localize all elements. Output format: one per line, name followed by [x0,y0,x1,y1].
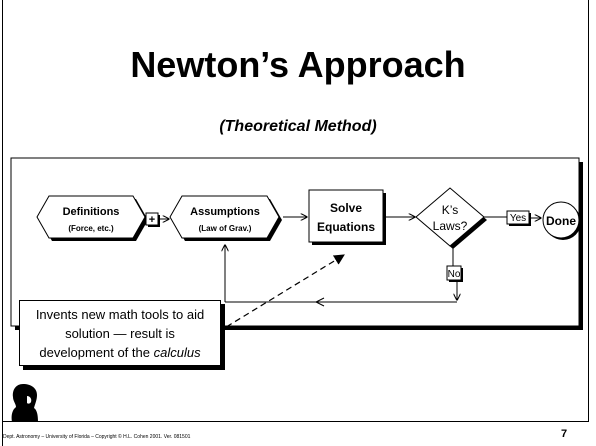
yes-label-box: Yes [506,210,531,226]
callout-line1: Invents new math tools to aid [35,306,205,322]
callout-line2: solution — result is [65,325,175,341]
slide-title: Newton’s Approach [130,44,466,85]
slide-frame-right [588,0,589,422]
no-label-box: No [446,265,463,282]
callout-line3-emph: calculus [153,344,201,360]
decision-title-line2: Laws? [433,219,468,233]
definitions-subtitle: (Force, etc.) [68,224,114,233]
page-number: 7 [561,428,568,440]
callout-pointer [217,254,345,333]
assumptions-node: Assumptions (Law of Grav.) [169,195,282,241]
solve-node: Solve Equations [308,189,386,245]
footer-text: Dept. Astronomy – University of Florida … [3,434,191,440]
newton-silhouette-logo [11,384,38,422]
decision-node: K’s Laws? [415,187,487,249]
callout-line3-prefix: development of the [39,344,154,360]
assumptions-title: Assumptions [190,206,260,218]
calculus-callout: Invents new math tools to aid solution —… [19,300,221,366]
no-label: No [448,269,461,280]
solve-title-line1: Solve [330,201,362,215]
definitions-title: Definitions [63,206,120,218]
decision-title-line1: K’s [442,203,458,217]
solve-title-line2: Equations [317,220,375,234]
yes-label: Yes [510,213,526,224]
assumptions-subtitle: (Law of Grav.) [199,224,252,233]
slide-subtitle: (Theoretical Method) [219,118,377,135]
done-node: Done [542,201,581,240]
plus-box: + [145,212,160,227]
done-label: Done [546,214,576,228]
diagram-frame [10,157,580,327]
plus-label: + [149,214,155,226]
definitions-node: Definitions (Force, etc.) [36,195,148,241]
feedback-mid-arrow [314,297,325,307]
slide-frame-bottom [2,421,589,422]
slide-frame-left [2,0,3,446]
